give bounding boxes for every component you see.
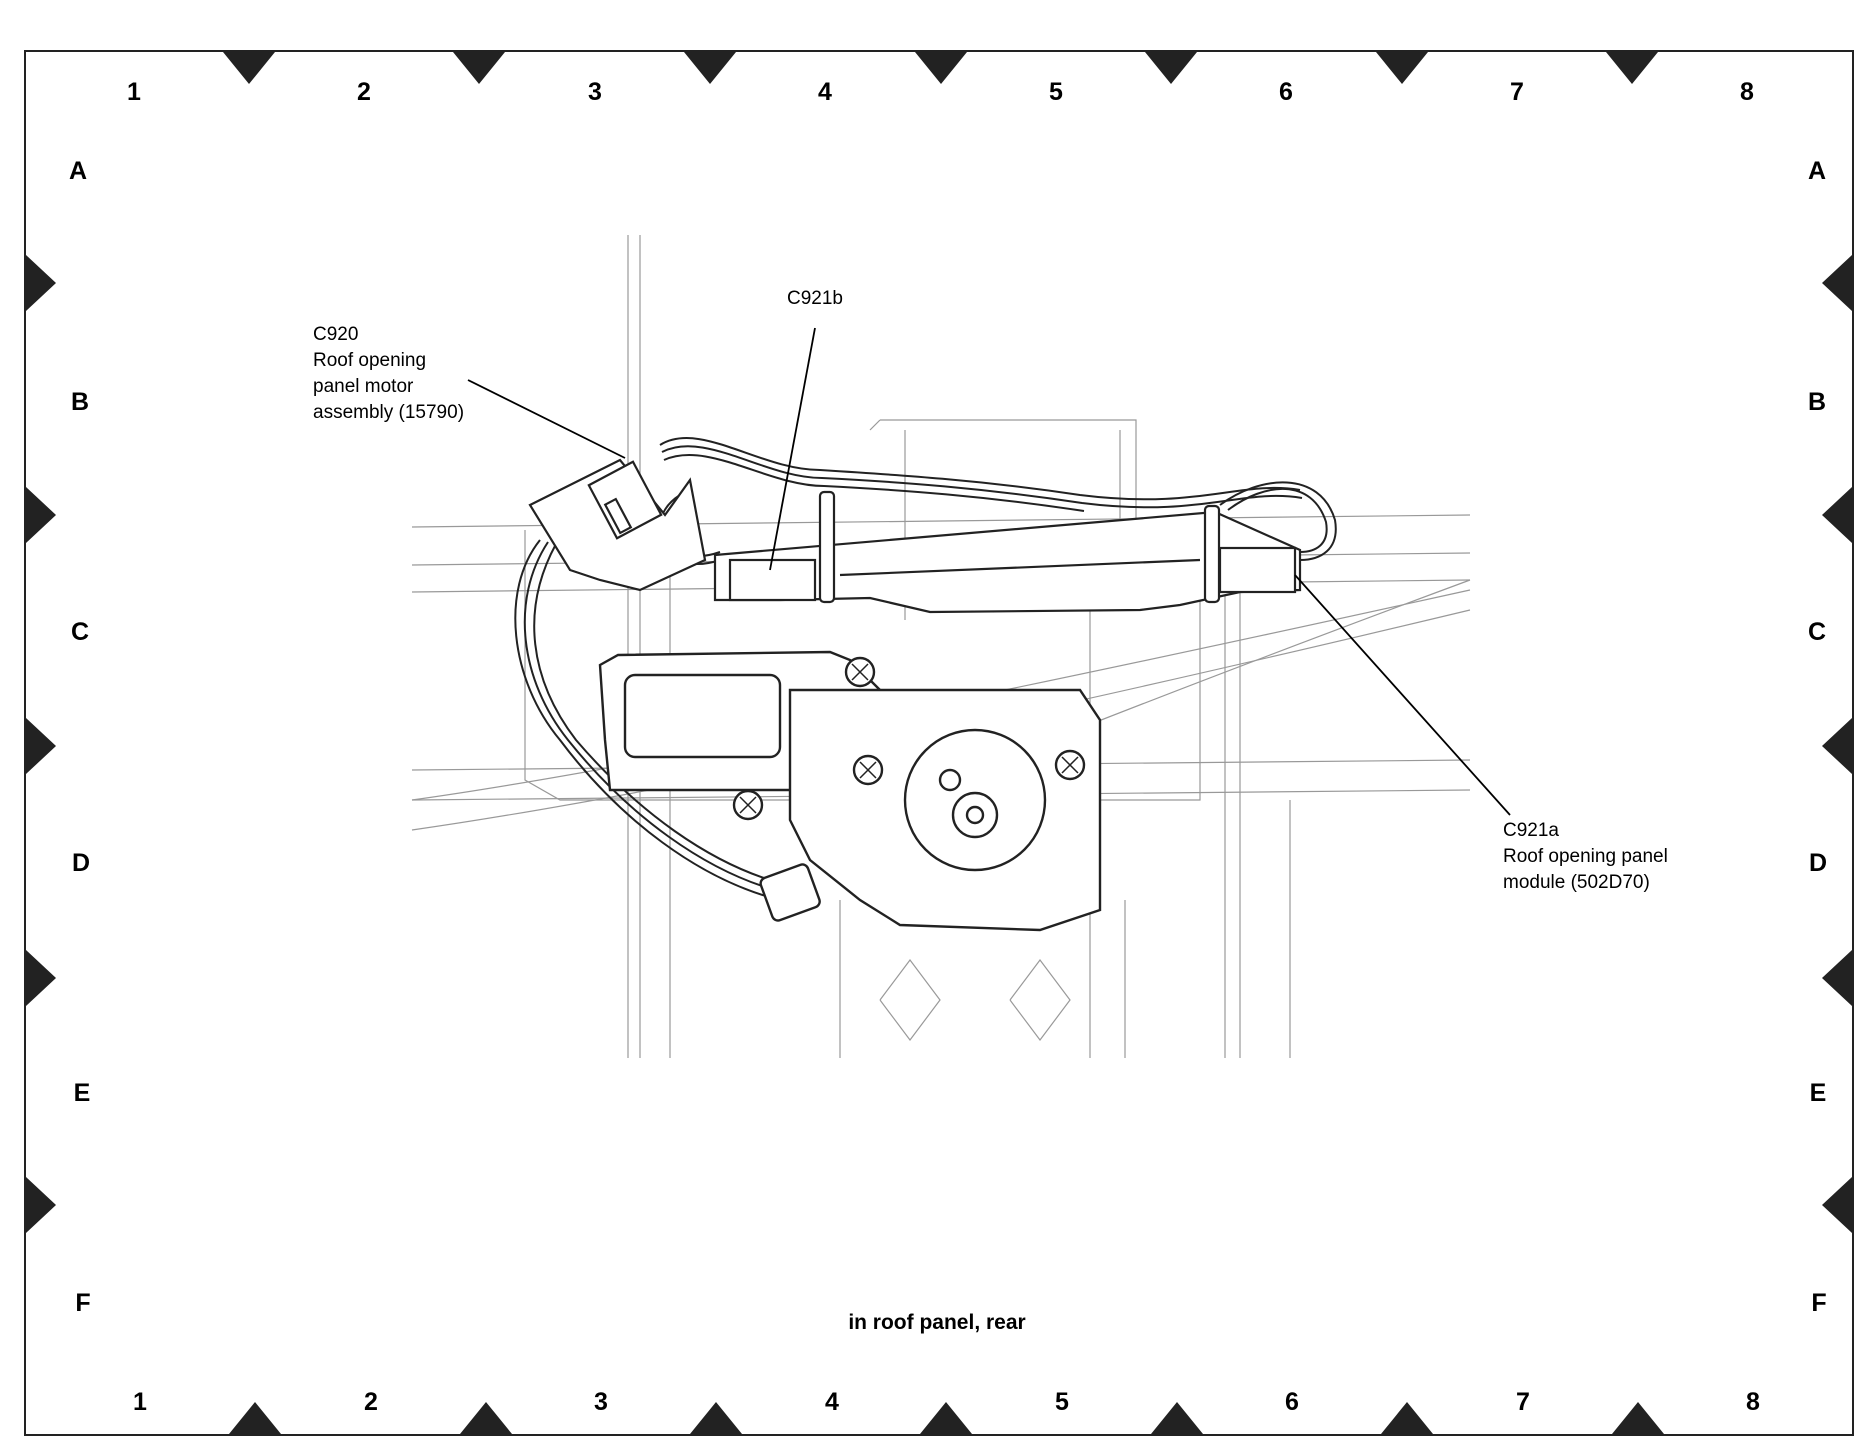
top-col-4: 4 bbox=[818, 78, 832, 106]
top-col-3: 3 bbox=[588, 78, 602, 106]
top-col-6: 6 bbox=[1279, 78, 1293, 106]
c921a-callout: C921a Roof opening panel module (502D70) bbox=[1503, 818, 1668, 896]
left-row-e: E bbox=[73, 1079, 91, 1107]
c920-desc-line-2: panel motor bbox=[313, 376, 414, 397]
bottom-col-6: 6 bbox=[1285, 1388, 1299, 1416]
top-col-8: 8 bbox=[1740, 78, 1754, 106]
top-col-1: 1 bbox=[127, 78, 141, 106]
c920-leader-line bbox=[467, 379, 626, 459]
c921b-code: C921b bbox=[787, 288, 843, 309]
diagram-caption: in roof panel, rear bbox=[848, 1311, 1026, 1334]
right-row-b: B bbox=[1807, 388, 1827, 416]
wiring-harness bbox=[514, 437, 1337, 901]
top-col-5: 5 bbox=[1049, 78, 1063, 106]
c921a-leader-line bbox=[1294, 574, 1511, 816]
right-row-d: D bbox=[1808, 849, 1828, 877]
bottom-col-7: 7 bbox=[1516, 1388, 1530, 1416]
c921a-desc-line-1: Roof opening panel bbox=[1503, 846, 1668, 867]
c920-code: C920 bbox=[313, 324, 359, 345]
c921b-leader-line bbox=[769, 327, 816, 571]
bottom-col-5: 5 bbox=[1055, 1388, 1069, 1416]
right-zone-markers bbox=[1822, 255, 1852, 1233]
right-row-f: F bbox=[1811, 1289, 1827, 1317]
c921a-desc-line-2: module (502D70) bbox=[1503, 872, 1650, 893]
bottom-col-8: 8 bbox=[1746, 1388, 1760, 1416]
c920-desc-line-1: Roof opening bbox=[313, 350, 427, 371]
top-zone-markers bbox=[223, 52, 1658, 84]
c920-desc-line-3: assembly (15790) bbox=[313, 402, 465, 423]
c921a-code: C921a bbox=[1503, 820, 1559, 841]
right-row-e: E bbox=[1809, 1079, 1827, 1107]
bottom-col-3: 3 bbox=[594, 1388, 608, 1416]
screw-marks bbox=[739, 663, 1079, 814]
c920-connector-illustration bbox=[528, 458, 707, 592]
bottom-col-2: 2 bbox=[364, 1388, 378, 1416]
left-row-c: C bbox=[70, 618, 90, 646]
c920-callout: C920 Roof opening panel motor assembly (… bbox=[313, 322, 464, 426]
bottom-zone-markers bbox=[229, 1402, 1664, 1434]
left-zone-markers bbox=[26, 255, 56, 1233]
right-row-a: A bbox=[1807, 157, 1827, 185]
right-row-c: C bbox=[1807, 618, 1827, 646]
top-col-2: 2 bbox=[357, 78, 371, 106]
top-col-7: 7 bbox=[1510, 78, 1524, 106]
left-row-a: A bbox=[68, 157, 88, 185]
bottom-col-4: 4 bbox=[825, 1388, 839, 1416]
leader-lines bbox=[467, 327, 1511, 816]
roof-motor-illustration bbox=[598, 650, 1102, 932]
diagram-frame bbox=[24, 50, 1854, 1436]
left-row-b: B bbox=[70, 388, 90, 416]
left-row-f: F bbox=[75, 1289, 91, 1317]
bottom-col-1: 1 bbox=[133, 1388, 147, 1416]
left-row-d: D bbox=[71, 849, 91, 877]
roof-panel-module-illustration bbox=[713, 490, 1302, 614]
c921b-callout: C921b bbox=[787, 286, 843, 312]
roof-frame-structure bbox=[411, 235, 1471, 1058]
